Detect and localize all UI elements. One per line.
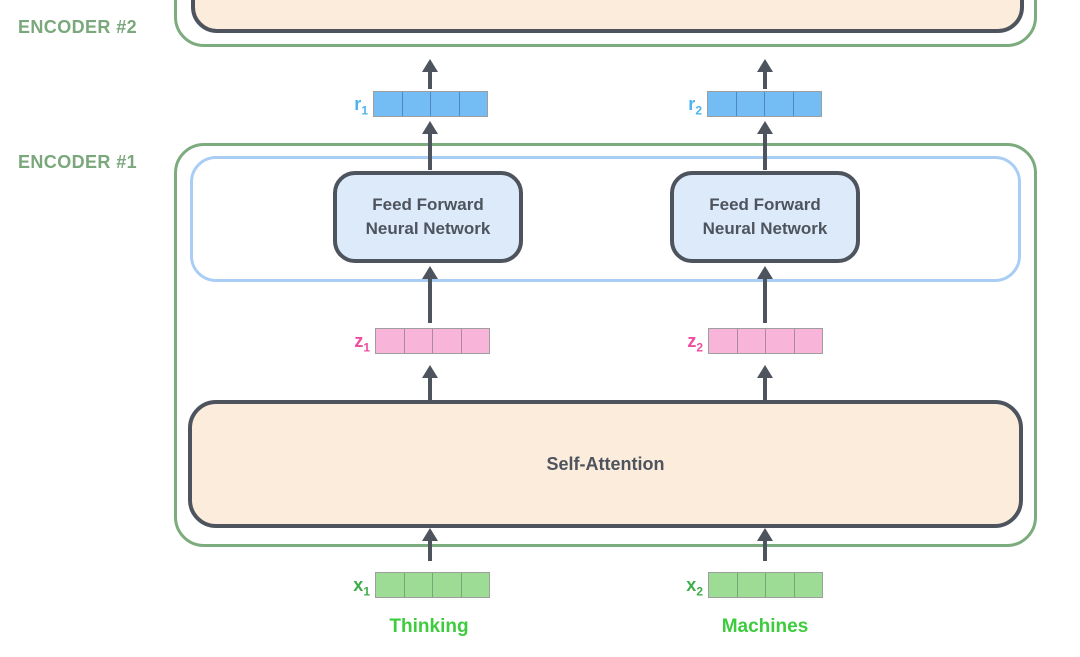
arrow-z2-to-ffn2 xyxy=(756,266,774,323)
arrowhead-icon xyxy=(422,528,438,541)
arrowhead-icon xyxy=(757,59,773,72)
token-word-1: Thinking xyxy=(389,616,469,637)
vector-cell xyxy=(433,329,462,353)
ffn-block-2: Feed Forward Neural Network xyxy=(670,171,860,263)
vector-cell xyxy=(738,573,766,597)
vector-cell xyxy=(709,573,738,597)
vector-cell xyxy=(795,329,823,353)
self-attention-block: Self-Attention xyxy=(188,400,1023,528)
vector-label-x2: x2 xyxy=(686,575,703,599)
vector-z1 xyxy=(375,328,490,354)
vector-cell xyxy=(766,573,795,597)
arrow-z1-to-ffn1 xyxy=(421,266,439,323)
vector-cell xyxy=(709,329,738,353)
vector-cell xyxy=(403,92,431,116)
arrowhead-icon xyxy=(757,121,773,134)
vector-cell xyxy=(376,329,405,353)
arrow-attention-to-z1 xyxy=(421,365,439,402)
ffn-layer-box xyxy=(190,156,1021,282)
vector-r2 xyxy=(707,91,822,117)
vector-label-r1: r1 xyxy=(354,94,368,118)
vector-cell xyxy=(405,329,433,353)
vector-cell xyxy=(462,573,490,597)
arrow-ffn1-to-r1 xyxy=(421,121,439,170)
arrowhead-icon xyxy=(422,266,438,279)
encoder2-inner-block xyxy=(191,0,1024,33)
vector-cell xyxy=(766,329,795,353)
arrowhead-icon xyxy=(757,528,773,541)
vector-cell xyxy=(765,92,794,116)
vector-cell xyxy=(431,92,460,116)
vector-r1 xyxy=(373,91,488,117)
arrow-x2-to-attention xyxy=(756,528,774,561)
token-word-2: Machines xyxy=(721,616,809,637)
encoder1-box xyxy=(174,143,1037,547)
vector-x1 xyxy=(375,572,490,598)
vector-cell xyxy=(460,92,488,116)
vector-cell xyxy=(794,92,822,116)
vector-cell xyxy=(795,573,823,597)
vector-cell xyxy=(737,92,765,116)
vector-label-z1: z1 xyxy=(354,331,370,355)
vector-cell xyxy=(376,573,405,597)
vector-cell xyxy=(374,92,403,116)
arrowhead-icon xyxy=(757,365,773,378)
vector-x2 xyxy=(708,572,823,598)
self-attention-label: Self-Attention xyxy=(546,453,665,474)
arrow-ffn2-to-r2 xyxy=(756,121,774,170)
arrow-r1-to-encoder2 xyxy=(421,59,439,89)
vector-cell xyxy=(405,573,433,597)
ffn2-line1: Feed Forward xyxy=(709,195,821,215)
ffn-block-1: Feed Forward Neural Network xyxy=(333,171,523,263)
vector-label-z2: z2 xyxy=(687,331,703,355)
vector-label-x1: x1 xyxy=(353,575,370,599)
vector-label-r2: r2 xyxy=(688,94,702,118)
encoder2-label: ENCODER #2 xyxy=(18,17,138,37)
arrowhead-icon xyxy=(422,121,438,134)
vector-cell xyxy=(433,573,462,597)
encoder2-box xyxy=(174,0,1037,47)
arrowhead-icon xyxy=(757,266,773,279)
encoder1-label: ENCODER #1 xyxy=(18,152,138,172)
arrowhead-icon xyxy=(422,59,438,72)
vector-z2 xyxy=(708,328,823,354)
vector-cell xyxy=(462,329,490,353)
ffn1-line2: Neural Network xyxy=(365,219,491,238)
vector-cell xyxy=(708,92,737,116)
arrow-r2-to-encoder2 xyxy=(756,59,774,89)
ffn2-line2: Neural Network xyxy=(702,219,828,238)
arrowhead-icon xyxy=(422,365,438,378)
ffn1-line1: Feed Forward xyxy=(372,195,484,215)
arrow-attention-to-z2 xyxy=(756,365,774,402)
arrow-x1-to-attention xyxy=(421,528,439,561)
vector-cell xyxy=(738,329,766,353)
